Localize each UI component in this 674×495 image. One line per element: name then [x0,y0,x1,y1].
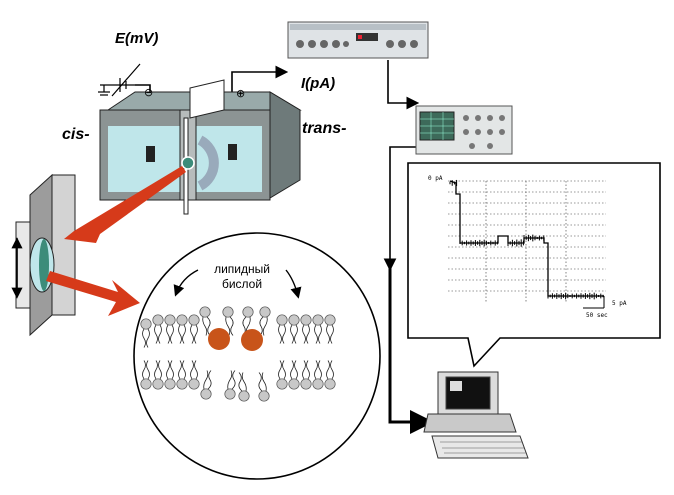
lipid [300,314,312,344]
trace-zero-label: 0 pA [428,175,443,182]
pointer-right [285,269,302,299]
zoom-arrow-septum [46,271,140,316]
protein-left [208,328,230,350]
lipid [200,370,212,400]
lipid [176,314,188,344]
lipid-molecules [140,306,336,402]
lipid [224,370,236,400]
oscilloscope [415,105,513,155]
lipid [188,360,200,390]
computer [423,371,529,459]
lipid [276,314,288,344]
cis-electrode [146,146,155,162]
pointer-left [173,269,199,297]
voltage-label: E(mV) [115,30,159,47]
zoom-arrow-chamber [64,166,186,243]
amplifier [287,21,429,59]
lipid [140,318,152,348]
trace-noise [449,179,604,300]
panel-callout [407,162,661,368]
minus-sign: ⊖ [144,86,154,99]
lipid [258,372,270,402]
lipid [164,360,176,390]
scale-current-label: 5 pA [612,300,627,307]
lipid [199,306,211,336]
bilayer-view [133,232,381,480]
chamber-right-side [269,91,301,199]
plus-sign: ⊕ [236,87,246,100]
zoom-arrows [46,166,186,316]
bilayer-label-line2: бислой [221,277,263,291]
lipid [176,360,188,390]
lipid [152,314,164,344]
trans-electrode [228,144,237,160]
lipid [312,360,324,390]
scale-time-label: 50 sec [586,312,608,319]
septum-closeup [11,173,76,337]
bilayer-chamber [99,79,302,215]
current-label: I(pA) [301,75,336,92]
current-trace [449,180,604,297]
trace-panel [407,162,661,368]
lipid [259,306,271,336]
lipid [300,360,312,390]
cis-label: cis- [62,126,90,143]
membrane-aperture [181,156,195,170]
wire-amp-to-scope [387,60,420,110]
lipid [312,314,324,344]
lipid [140,360,152,390]
lipid [324,314,336,344]
lipid [164,314,176,344]
trans-label: trans- [302,120,347,137]
wire-down-to-pc [388,268,434,434]
lipid [238,372,250,402]
lipid [152,360,164,390]
lipid [288,360,300,390]
lipid [276,360,288,390]
lipid [288,314,300,344]
bilayer-label-line1: липидный [214,262,270,276]
wire-scope-to-pc [383,146,416,272]
lipid [324,360,336,390]
lipid [188,314,200,344]
lipid [222,306,234,336]
voltage-source [98,63,141,97]
protein-right [241,329,263,351]
